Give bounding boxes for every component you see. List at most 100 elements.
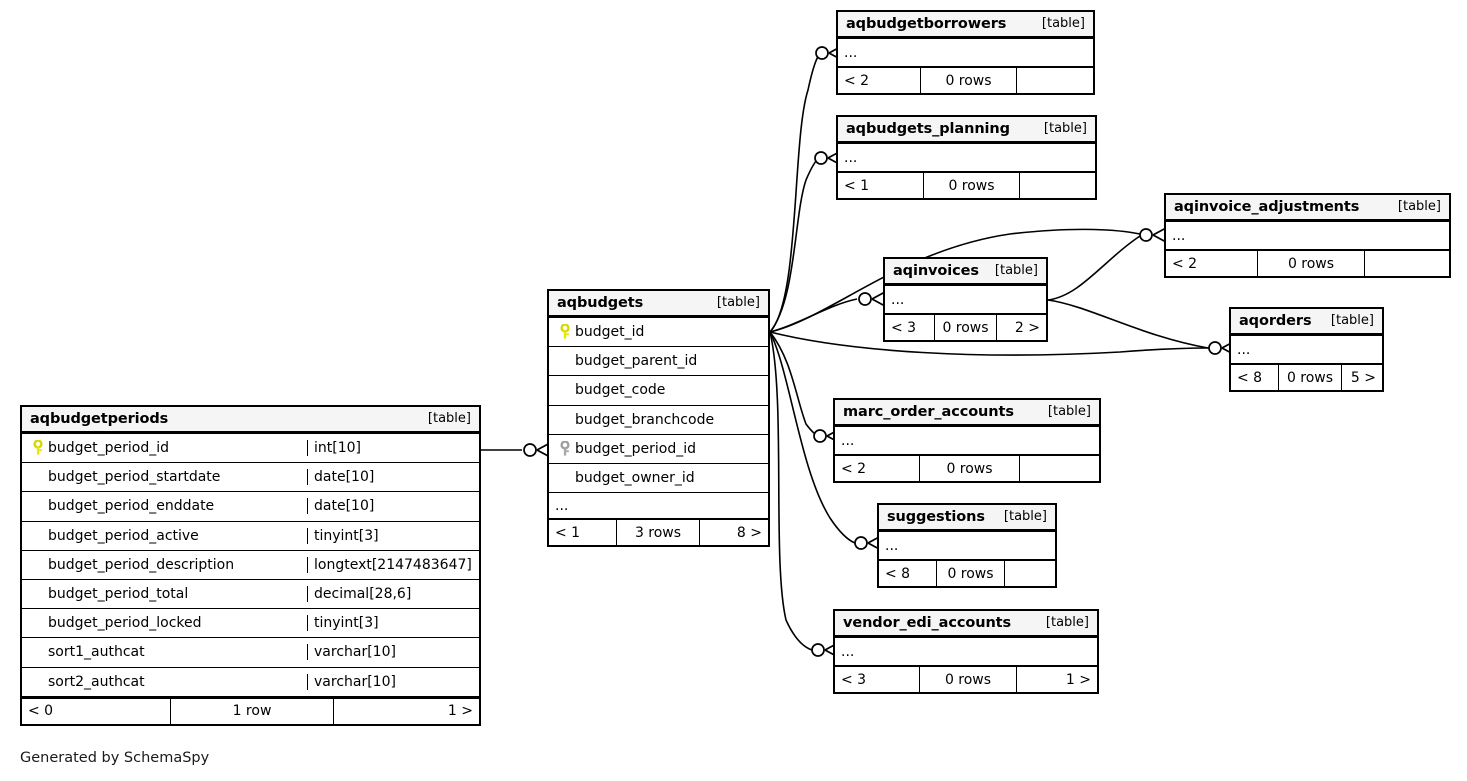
column-name: budget_code — [575, 382, 666, 399]
table-row[interactable]: budget_period_locked tinyint[3] — [22, 609, 479, 639]
table-header-marc_order_accounts: marc_order_accounts [table] — [835, 400, 1099, 427]
column-type: longtext[2147483647] — [307, 556, 479, 573]
table-row[interactable]: budget_period_id — [549, 434, 768, 464]
cardinality-zero-aqbudgets_planning — [814, 151, 828, 165]
footer-outgoing-count[interactable]: 2 > — [1014, 319, 1040, 336]
table-node-aqinvoice_adjustments[interactable]: aqinvoice_adjustments [table] ... < 2 0 … — [1164, 193, 1451, 278]
column-type: decimal[28,6] — [307, 586, 479, 603]
footer-row-count: 0 rows — [1258, 251, 1365, 276]
table-row[interactable]: budget_owner_id — [549, 463, 768, 494]
cardinality-zero-vendor_edi_accounts — [811, 643, 825, 657]
footer-outgoing-count[interactable] — [1020, 456, 1099, 481]
footer-outgoing-count[interactable] — [1017, 68, 1093, 93]
table-header-aqinvoice_adjustments: aqinvoice_adjustments [table] — [1166, 195, 1449, 222]
footer-outgoing-count[interactable]: 1 > — [1065, 671, 1091, 688]
table-header-aqbudgets_planning: aqbudgets_planning [table] — [838, 117, 1095, 144]
table-kind-label: [table] — [1397, 199, 1441, 214]
table-title: vendor_edi_accounts — [843, 614, 1012, 631]
more-columns-indicator: ... — [1166, 222, 1449, 249]
table-node-aqbudgets[interactable]: aqbudgets [table] budget_id budget_paren… — [547, 289, 770, 548]
table-row[interactable]: budget_id — [549, 318, 768, 348]
table-title: aqinvoices — [893, 262, 979, 279]
table-kind-label: [table] — [427, 411, 471, 426]
table-row[interactable]: budget_branchcode — [549, 405, 768, 435]
table-node-aqorders[interactable]: aqorders [table] ... < 8 0 rows 5 > — [1229, 307, 1384, 392]
footer-incoming-count[interactable]: < 8 — [1231, 365, 1279, 390]
footer-incoming-count[interactable]: < 1 — [838, 173, 924, 198]
table-header-aqbudgets: aqbudgets [table] — [549, 291, 768, 318]
footer-incoming-count[interactable]: < 3 — [885, 315, 935, 340]
cardinality-zero-suggestions — [854, 536, 868, 550]
cardinality-zero-aqinvoices — [858, 292, 872, 306]
table-row[interactable]: budget_period_startdate date[10] — [22, 463, 479, 493]
footer-incoming-count[interactable]: < 2 — [838, 68, 921, 93]
footer-outgoing-count[interactable]: 8 > — [736, 524, 762, 541]
footer-incoming-count[interactable]: < 2 — [1166, 251, 1258, 276]
column-name: budget_period_description — [48, 556, 235, 573]
table-footer: < 2 0 rows — [1166, 249, 1449, 276]
cardinality-zero-aqorders — [1208, 341, 1222, 355]
table-node-suggestions[interactable]: suggestions [table] ... < 8 0 rows — [877, 503, 1057, 588]
column-name: sort1_authcat — [48, 644, 145, 661]
table-footer: < 8 0 rows 5 > — [1231, 363, 1382, 390]
table-kind-label: [table] — [1041, 16, 1085, 31]
primary-key-icon — [555, 324, 575, 340]
column-type: varchar[10] — [307, 673, 479, 690]
footer-incoming-count[interactable]: < 3 — [835, 667, 920, 692]
table-node-aqbudgets_planning[interactable]: aqbudgets_planning [table] ... < 1 0 row… — [836, 115, 1097, 200]
table-title: aqinvoice_adjustments — [1174, 198, 1360, 215]
column-type: tinyint[3] — [307, 527, 479, 544]
table-row[interactable]: budget_period_active tinyint[3] — [22, 521, 479, 551]
footer-row-count: 0 rows — [920, 456, 1020, 481]
table-row[interactable]: budget_code — [549, 376, 768, 406]
table-row[interactable]: budget_period_id int[10] — [22, 434, 479, 464]
footer-outgoing-count[interactable] — [1365, 251, 1449, 276]
table-node-aqinvoices[interactable]: aqinvoices [table] ... < 3 0 rows 2 > — [883, 257, 1048, 342]
edge-aqinvoices-aqinvoice_adjustments — [1047, 235, 1141, 301]
column-name: budget_parent_id — [575, 353, 698, 370]
table-kind-label: [table] — [1047, 404, 1091, 419]
table-row[interactable]: budget_period_total decimal[28,6] — [22, 579, 479, 610]
primary-key-icon — [28, 440, 48, 456]
table-kind-label: [table] — [1330, 313, 1374, 328]
footer-incoming-count[interactable]: < 8 — [879, 561, 937, 586]
table-node-marc_order_accounts[interactable]: marc_order_accounts [table] ... < 2 0 ro… — [833, 398, 1101, 483]
more-columns-indicator: ... — [879, 532, 1055, 559]
column-name: budget_period_total — [48, 586, 189, 603]
footer-incoming-count[interactable]: < 2 — [835, 456, 920, 481]
table-footer: < 3 0 rows 2 > — [885, 313, 1046, 340]
table-kind-label: [table] — [994, 263, 1038, 278]
footer-row-count: 3 rows — [617, 520, 700, 546]
column-type: tinyint[3] — [307, 615, 479, 632]
footer-outgoing-count[interactable]: 1 > — [447, 703, 473, 720]
table-node-vendor_edi_accounts[interactable]: vendor_edi_accounts [table] ... < 3 0 ro… — [833, 609, 1099, 694]
footer-outgoing-count[interactable]: 5 > — [1350, 369, 1376, 386]
footer-row-count: 0 rows — [921, 68, 1017, 93]
footer-incoming-count[interactable]: < 0 — [22, 698, 171, 724]
more-columns-indicator: ... — [838, 39, 1093, 66]
cardinality-zero-aqbudgets — [523, 443, 537, 457]
footer-row-count: 0 rows — [937, 561, 1005, 586]
table-row[interactable]: sort1_authcat varchar[10] — [22, 638, 479, 668]
footer-outgoing-count[interactable] — [1005, 561, 1055, 586]
table-row[interactable]: budget_period_enddate date[10] — [22, 492, 479, 522]
table-node-aqbudgetperiods[interactable]: aqbudgetperiods [table] budget_period_id… — [20, 405, 481, 726]
table-node-aqbudgetborrowers[interactable]: aqbudgetborrowers [table] ... < 2 0 rows — [836, 10, 1095, 95]
cardinality-zero-aqbudgetborrowers — [815, 46, 829, 60]
edge-aqbudgets-vendor_edi_accounts — [769, 331, 813, 651]
column-name: budget_period_active — [48, 527, 199, 544]
more-columns-indicator: ... — [835, 638, 1097, 665]
table-row[interactable]: sort2_authcat varchar[10] — [22, 667, 479, 697]
table-row[interactable]: budget_period_description longtext[21474… — [22, 550, 479, 580]
more-columns-indicator: ... — [1231, 336, 1382, 363]
column-name: budget_branchcode — [575, 411, 715, 428]
edge-aqbudgets-aqbudgetborrowers — [769, 52, 821, 333]
footer-outgoing-count[interactable] — [1020, 173, 1095, 198]
more-columns-indicator: ... — [549, 493, 768, 519]
table-kind-label: [table] — [716, 295, 760, 310]
table-row[interactable]: budget_parent_id — [549, 347, 768, 377]
table-header-aqbudgetperiods: aqbudgetperiods [table] — [22, 407, 479, 434]
footer-incoming-count[interactable]: < 1 — [549, 520, 617, 546]
table-title: aqbudgetborrowers — [846, 15, 1007, 32]
